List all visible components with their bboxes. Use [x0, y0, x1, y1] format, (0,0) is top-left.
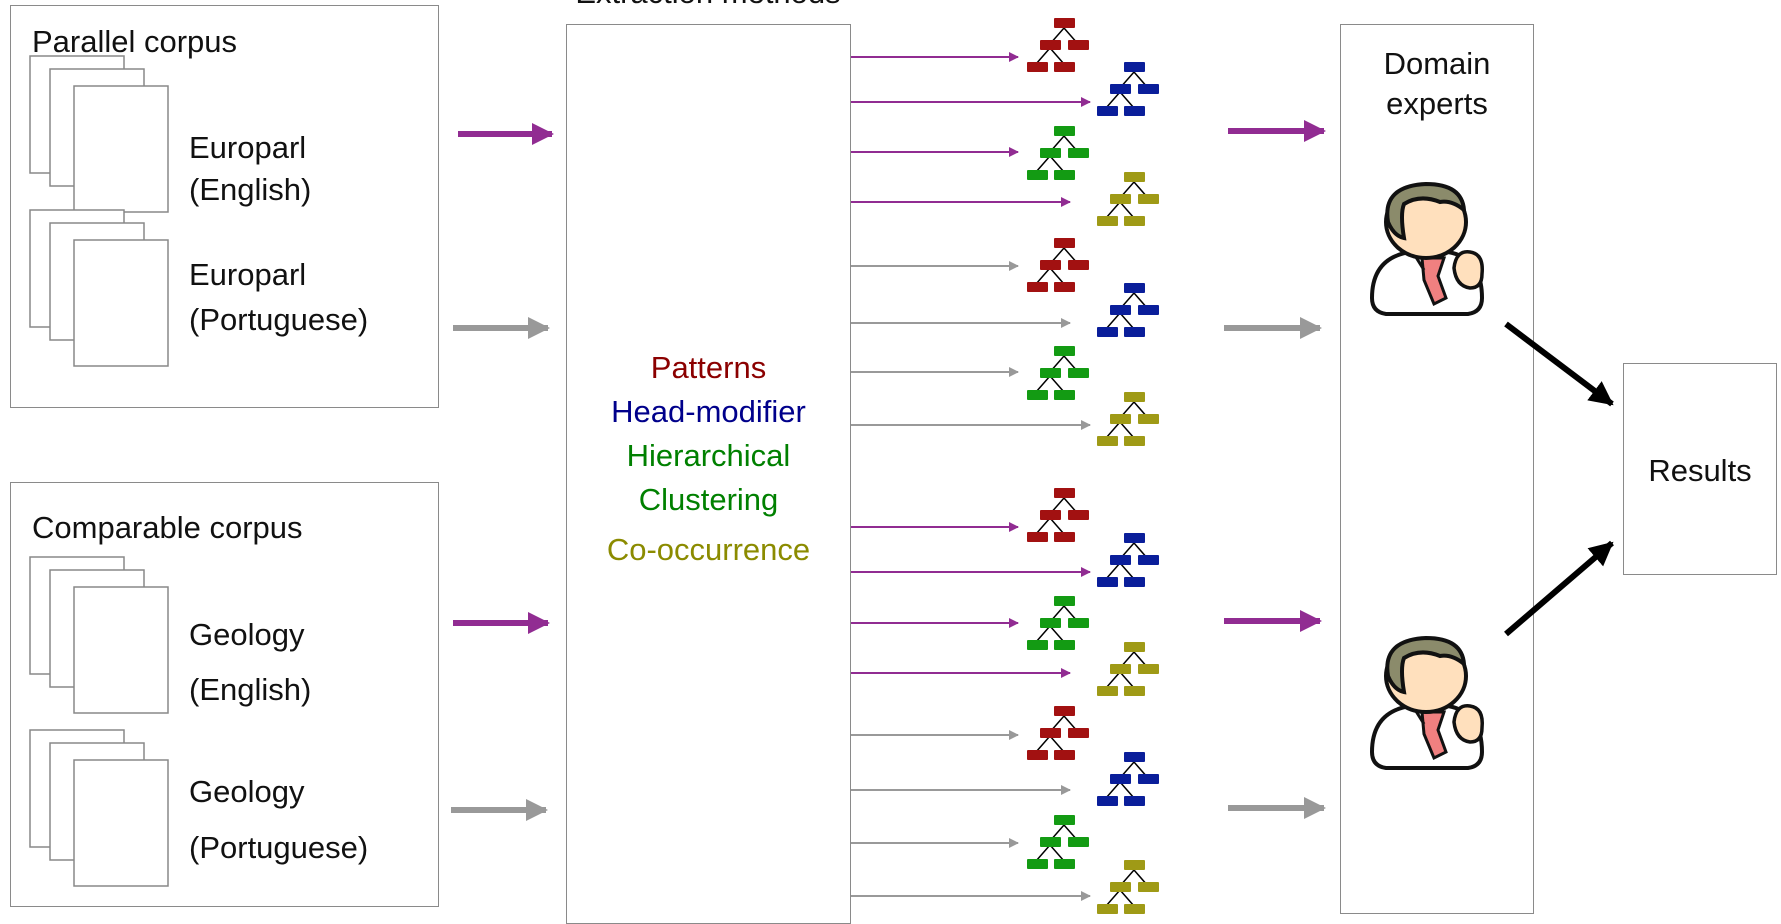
head-modifier-tree-icon: [1096, 751, 1160, 807]
method-hierarchical: Hierarchical: [626, 438, 791, 473]
method-output-arrows: [851, 52, 1091, 901]
patterns-tree-icon: [1026, 705, 1090, 761]
geology-english-line2: (English): [189, 672, 311, 707]
geology-portuguese-line1: Geology: [189, 774, 305, 809]
method-clustering: Clustering: [638, 482, 779, 517]
head-modifier-tree-icon: [1096, 532, 1160, 588]
results-box: [1623, 363, 1777, 575]
arrow-expert2-to-results: [1504, 540, 1614, 637]
patterns-tree-icon: [1026, 17, 1090, 73]
geology-portuguese-docs-icon: [29, 729, 169, 887]
geology-english-docs-icon: [29, 556, 169, 714]
method-patterns: Patterns: [650, 350, 767, 385]
method-head-modifier: Head-modifier: [611, 394, 806, 429]
europarl-portuguese-line1: Europarl: [189, 257, 306, 292]
hierarchical-tree-icon: [1026, 125, 1090, 181]
geology-portuguese-line2: (Portuguese): [189, 830, 368, 865]
geology-english-line1: Geology: [189, 617, 305, 652]
hierarchical-tree-icon: [1026, 345, 1090, 401]
comparable-corpus-title: Comparable corpus: [32, 510, 303, 545]
extraction-methods-box: [566, 24, 851, 924]
method-cooccurrence: Co-occurrence: [606, 532, 811, 567]
patterns-tree-icon: [1026, 487, 1090, 543]
domain-expert-avatar-icon: [1370, 636, 1485, 770]
hierarchical-tree-icon: [1026, 595, 1090, 651]
results-label: Results: [1648, 453, 1752, 488]
hierarchical-tree-icon: [1026, 814, 1090, 870]
extraction-methods-header: Extraction methods: [575, 0, 840, 10]
arrow-expert1-to-results: [1504, 321, 1614, 407]
cooccurrence-tree-icon: [1096, 641, 1160, 697]
europarl-english-line1: Europarl: [189, 130, 306, 165]
parallel-corpus-title: Parallel corpus: [32, 24, 238, 59]
cooccurrence-tree-icon: [1096, 859, 1160, 915]
head-modifier-tree-icon: [1096, 282, 1160, 338]
patterns-tree-icon: [1026, 237, 1090, 293]
domain-experts-title-line2: experts: [1386, 86, 1488, 121]
europarl-english-line2: (English): [189, 172, 311, 207]
domain-experts-title: Domain experts: [1340, 44, 1534, 124]
europarl-portuguese-line2: (Portuguese): [189, 302, 368, 337]
head-modifier-tree-icon: [1096, 61, 1160, 117]
cooccurrence-tree-icon: [1096, 171, 1160, 227]
europarl-english-docs-icon: [29, 55, 169, 213]
cooccurrence-tree-icon: [1096, 391, 1160, 447]
methods-list: Patterns Head-modifier Hierarchical Clus…: [566, 346, 851, 572]
domain-expert-avatar-icon: [1370, 182, 1485, 316]
europarl-portuguese-docs-icon: [29, 209, 169, 367]
domain-experts-title-line1: Domain: [1383, 46, 1491, 81]
